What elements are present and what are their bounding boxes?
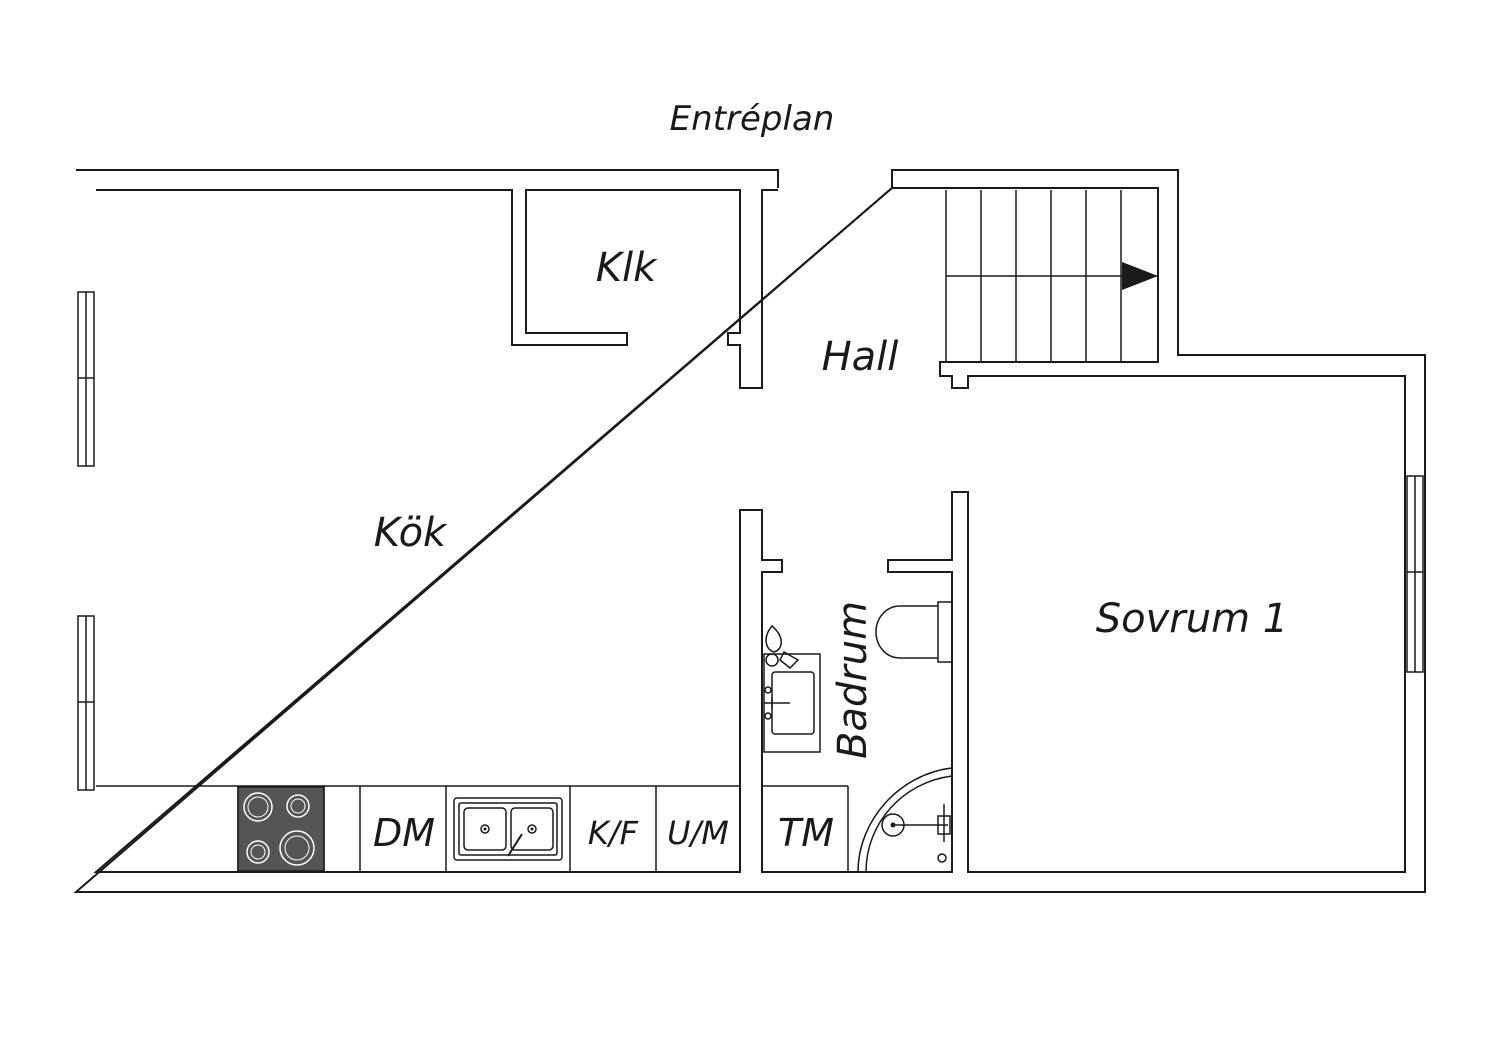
appliance-label-dm: DM (373, 811, 435, 855)
window-sovrum (1406, 475, 1424, 673)
window-kok-upper (77, 291, 95, 467)
appliance-label-kf: K/F (588, 814, 639, 852)
window-kok-lower (77, 615, 95, 791)
shower-icon (857, 767, 953, 873)
plant-icon (765, 624, 800, 670)
exterior-walls (73, 169, 1426, 893)
toilet-icon (875, 601, 953, 663)
appliance-label-um: U/M (667, 814, 729, 852)
room-label-hall: Hall (822, 334, 899, 380)
tm-cell (762, 785, 849, 872)
appliance-label-tm: TM (778, 811, 834, 855)
floor-title: Entréplan (670, 99, 835, 139)
stair-direction-arrow-icon (1122, 262, 1158, 290)
bathroom-sink-icon (763, 653, 821, 753)
room-label-sovrum: Sovrum 1 (1096, 596, 1288, 642)
room-label-kok: Kök (374, 510, 448, 556)
room-label-klk: Klk (596, 245, 658, 291)
room-label-badrum: Badrum (830, 601, 876, 759)
staircase (945, 190, 1158, 362)
stove-icon (237, 786, 325, 872)
kitchen-sink-icon (453, 797, 563, 861)
